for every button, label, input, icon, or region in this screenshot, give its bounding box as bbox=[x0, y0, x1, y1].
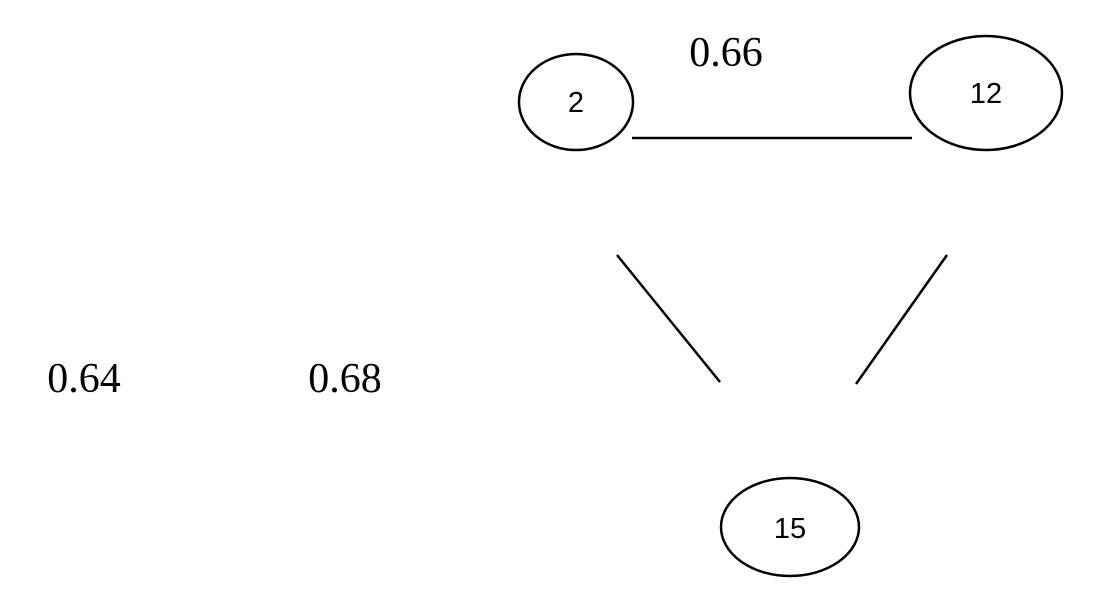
edge-12-15 bbox=[854, 254, 949, 385]
node-label: 2 bbox=[568, 87, 584, 119]
node-12: 12 bbox=[908, 34, 1064, 152]
edge-2-15 bbox=[616, 254, 721, 383]
weight-label-middle: 0.68 bbox=[308, 356, 382, 402]
weight-label-left: 0.64 bbox=[47, 356, 121, 402]
node-label: 15 bbox=[774, 513, 806, 545]
node-15: 15 bbox=[719, 476, 861, 578]
node-2: 2 bbox=[517, 52, 635, 152]
weight-label-top: 0.66 bbox=[689, 30, 763, 76]
node-label: 12 bbox=[970, 78, 1002, 110]
